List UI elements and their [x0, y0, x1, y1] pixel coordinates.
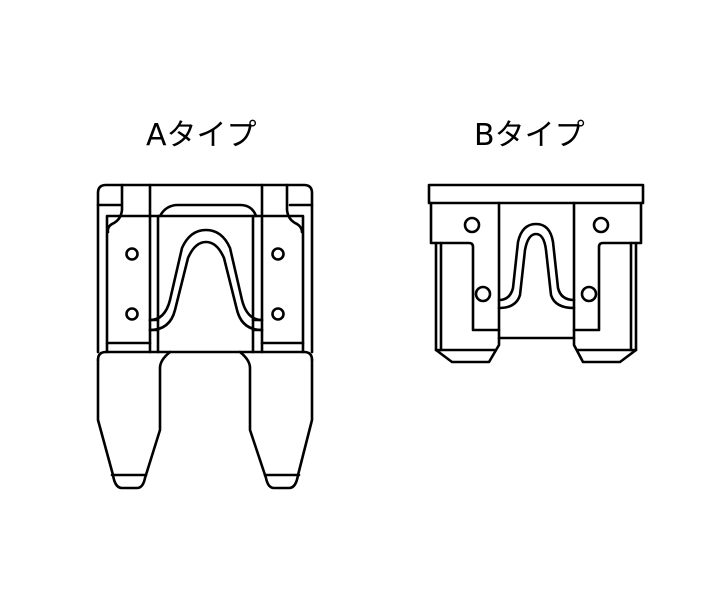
- type-a-element-cover: [158, 203, 258, 218]
- type-a-hole: [271, 307, 285, 321]
- type-a-housing-outline: [96, 183, 314, 354]
- type-b-hole: [580, 285, 598, 303]
- type-b-hole: [474, 285, 492, 303]
- type-b-left-leg: [434, 241, 501, 364]
- type-b-fuse: [427, 183, 645, 364]
- type-a-left-blade: [96, 350, 172, 490]
- type-b-label: Bタイプ: [474, 118, 585, 153]
- type-a-fuse-element-inner: [148, 240, 264, 332]
- type-b-right-leg: [572, 241, 638, 364]
- type-a-hole: [271, 247, 285, 261]
- type-a-right-blade: [238, 350, 314, 490]
- type-b-hole: [592, 216, 610, 234]
- type-a-left-pillar: [106, 183, 124, 234]
- type-b-top-bar: [427, 183, 645, 205]
- type-a-hole: [125, 247, 139, 261]
- type-b-hole: [463, 216, 481, 234]
- type-a-right-pillar: [285, 183, 304, 234]
- type-a-hole: [125, 307, 139, 321]
- type-a-fuse-element-outer: [148, 228, 264, 322]
- type-a-label: Aタイプ: [146, 118, 257, 153]
- type-b-fuse-element-inner: [497, 232, 576, 310]
- type-a-fuse: [96, 183, 314, 490]
- type-b-fuse-element-outer: [497, 222, 576, 302]
- type-a-inner-frame: [105, 214, 305, 354]
- type-b-body: [429, 201, 501, 332]
